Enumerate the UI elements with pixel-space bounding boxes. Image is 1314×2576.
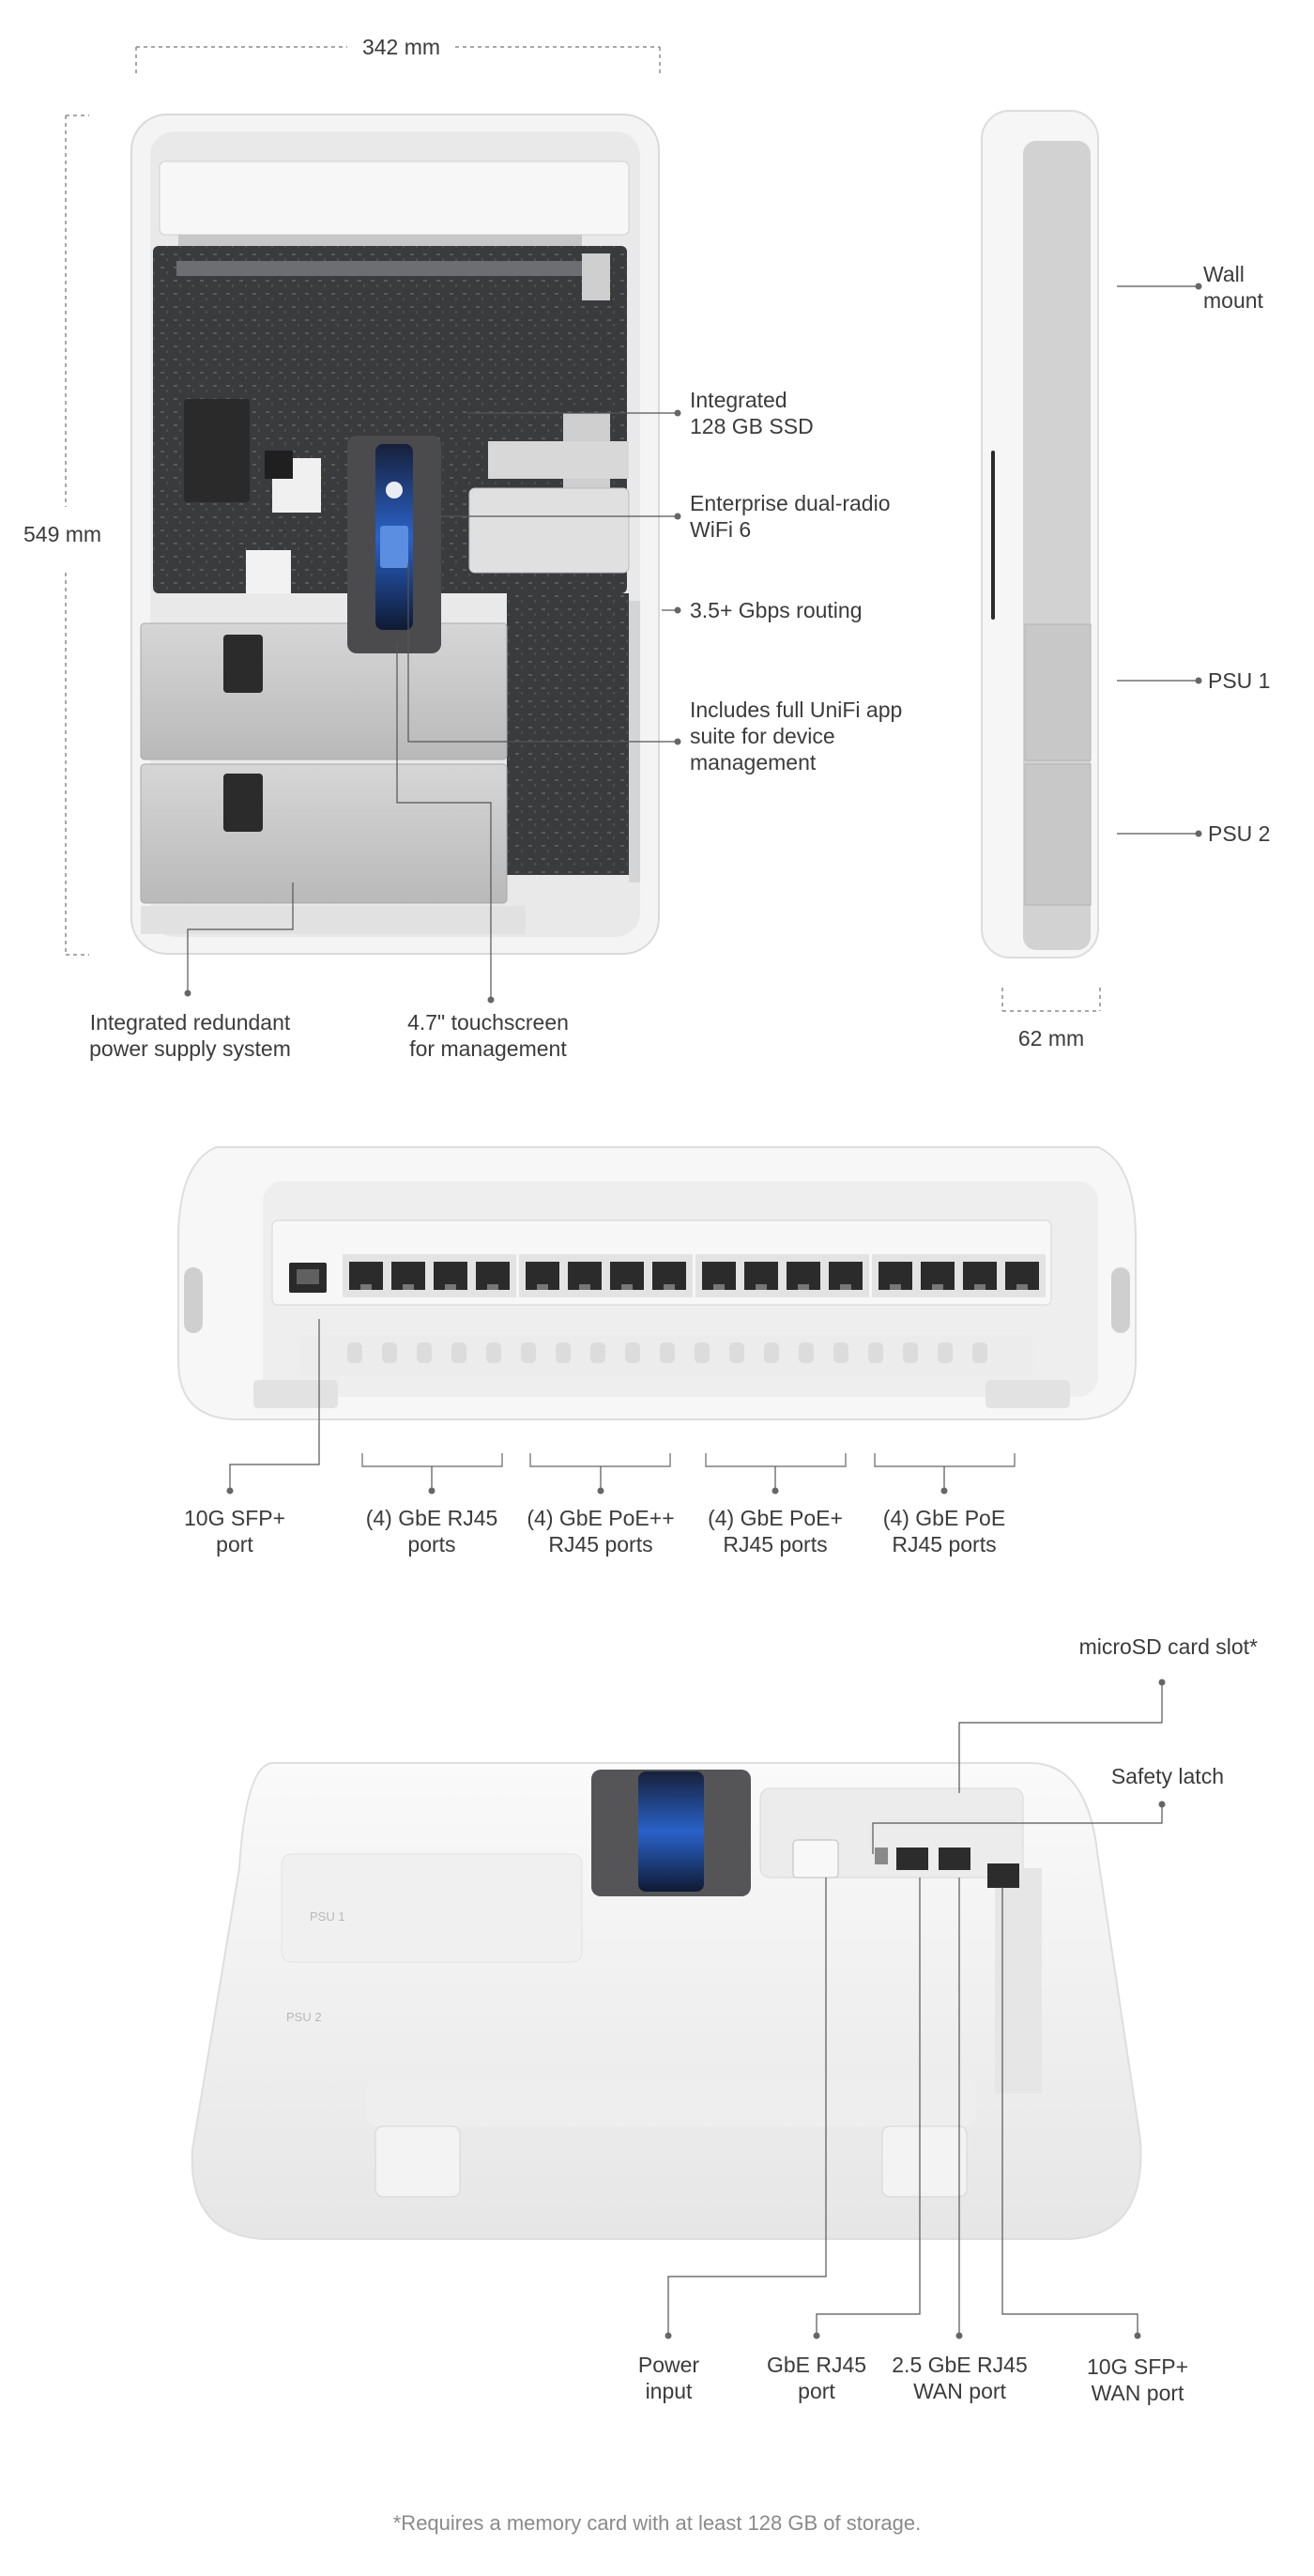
comb-tooth bbox=[451, 1342, 466, 1363]
comb-tooth bbox=[382, 1342, 397, 1363]
rj45-port-icon bbox=[744, 1262, 778, 1290]
rj45-port-icon bbox=[349, 1262, 383, 1290]
depth-dimension-label: 62 mm bbox=[1017, 1026, 1085, 1050]
callout-psu1: PSU 1 bbox=[1208, 668, 1271, 693]
callout-sfp-port: 10G SFP+port bbox=[183, 1506, 286, 1556]
callout-microsd: microSD card slot* bbox=[1078, 1634, 1258, 1659]
rj45-port-icon bbox=[829, 1262, 863, 1290]
comb-tooth bbox=[660, 1342, 675, 1363]
rj45-port-icon bbox=[787, 1262, 820, 1290]
comb-tooth bbox=[833, 1342, 848, 1363]
rj45-port-icon bbox=[1005, 1262, 1039, 1290]
rj45-port-icon bbox=[879, 1262, 912, 1290]
callout-poe-plus: (4) GbE PoE+RJ45 ports bbox=[708, 1506, 843, 1556]
callout-sfp-wan: 10G SFP+WAN port bbox=[1086, 2354, 1189, 2405]
comb-tooth bbox=[347, 1342, 362, 1363]
comb-tooth bbox=[938, 1342, 953, 1363]
comb-tooth bbox=[417, 1342, 432, 1363]
ports-view bbox=[177, 1146, 1137, 1495]
side-view bbox=[981, 110, 1202, 1012]
printed-psu2-label: PSU 2 bbox=[286, 2010, 322, 2024]
comb-tooth bbox=[764, 1342, 779, 1363]
comb-tooth bbox=[799, 1342, 814, 1363]
front-view bbox=[65, 46, 681, 1004]
comb-tooth bbox=[868, 1342, 883, 1363]
rj45-port-icon bbox=[652, 1262, 686, 1290]
rj45-port-row bbox=[349, 1262, 1039, 1290]
comb-tooth bbox=[486, 1342, 501, 1363]
ventilation-comb bbox=[347, 1342, 987, 1363]
comb-tooth bbox=[590, 1342, 605, 1363]
rj45-port-icon bbox=[568, 1262, 602, 1290]
rj45-port-icon bbox=[921, 1262, 955, 1290]
callout-safety-latch: Safety latch bbox=[1110, 1764, 1224, 1788]
printed-psu1-label: PSU 1 bbox=[310, 1909, 345, 1924]
callout-psu2: PSU 2 bbox=[1208, 821, 1271, 846]
height-dimension-label: 549 mm bbox=[23, 522, 102, 546]
comb-tooth bbox=[903, 1342, 918, 1363]
footnote: *Requires a memory card with at least 12… bbox=[392, 2511, 922, 2535]
bottom-view bbox=[191, 1679, 1166, 2339]
comb-tooth bbox=[521, 1342, 536, 1363]
comb-tooth bbox=[972, 1342, 987, 1363]
comb-tooth bbox=[695, 1342, 710, 1363]
rj45-port-icon bbox=[434, 1262, 467, 1290]
rj45-port-icon bbox=[526, 1262, 559, 1290]
callout-poe-plus-plus: (4) GbE PoE++RJ45 ports bbox=[527, 1506, 675, 1556]
rj45-port-icon bbox=[476, 1262, 510, 1290]
comb-tooth bbox=[729, 1342, 744, 1363]
callout-routing: 3.5+ Gbps routing bbox=[690, 598, 863, 622]
comb-tooth bbox=[625, 1342, 640, 1363]
rj45-port-icon bbox=[391, 1262, 425, 1290]
rj45-port-icon bbox=[702, 1262, 736, 1290]
rj45-port-icon bbox=[610, 1262, 644, 1290]
comb-tooth bbox=[556, 1342, 571, 1363]
rj45-port-icon bbox=[963, 1262, 997, 1290]
width-dimension-label: 342 mm bbox=[361, 35, 441, 59]
